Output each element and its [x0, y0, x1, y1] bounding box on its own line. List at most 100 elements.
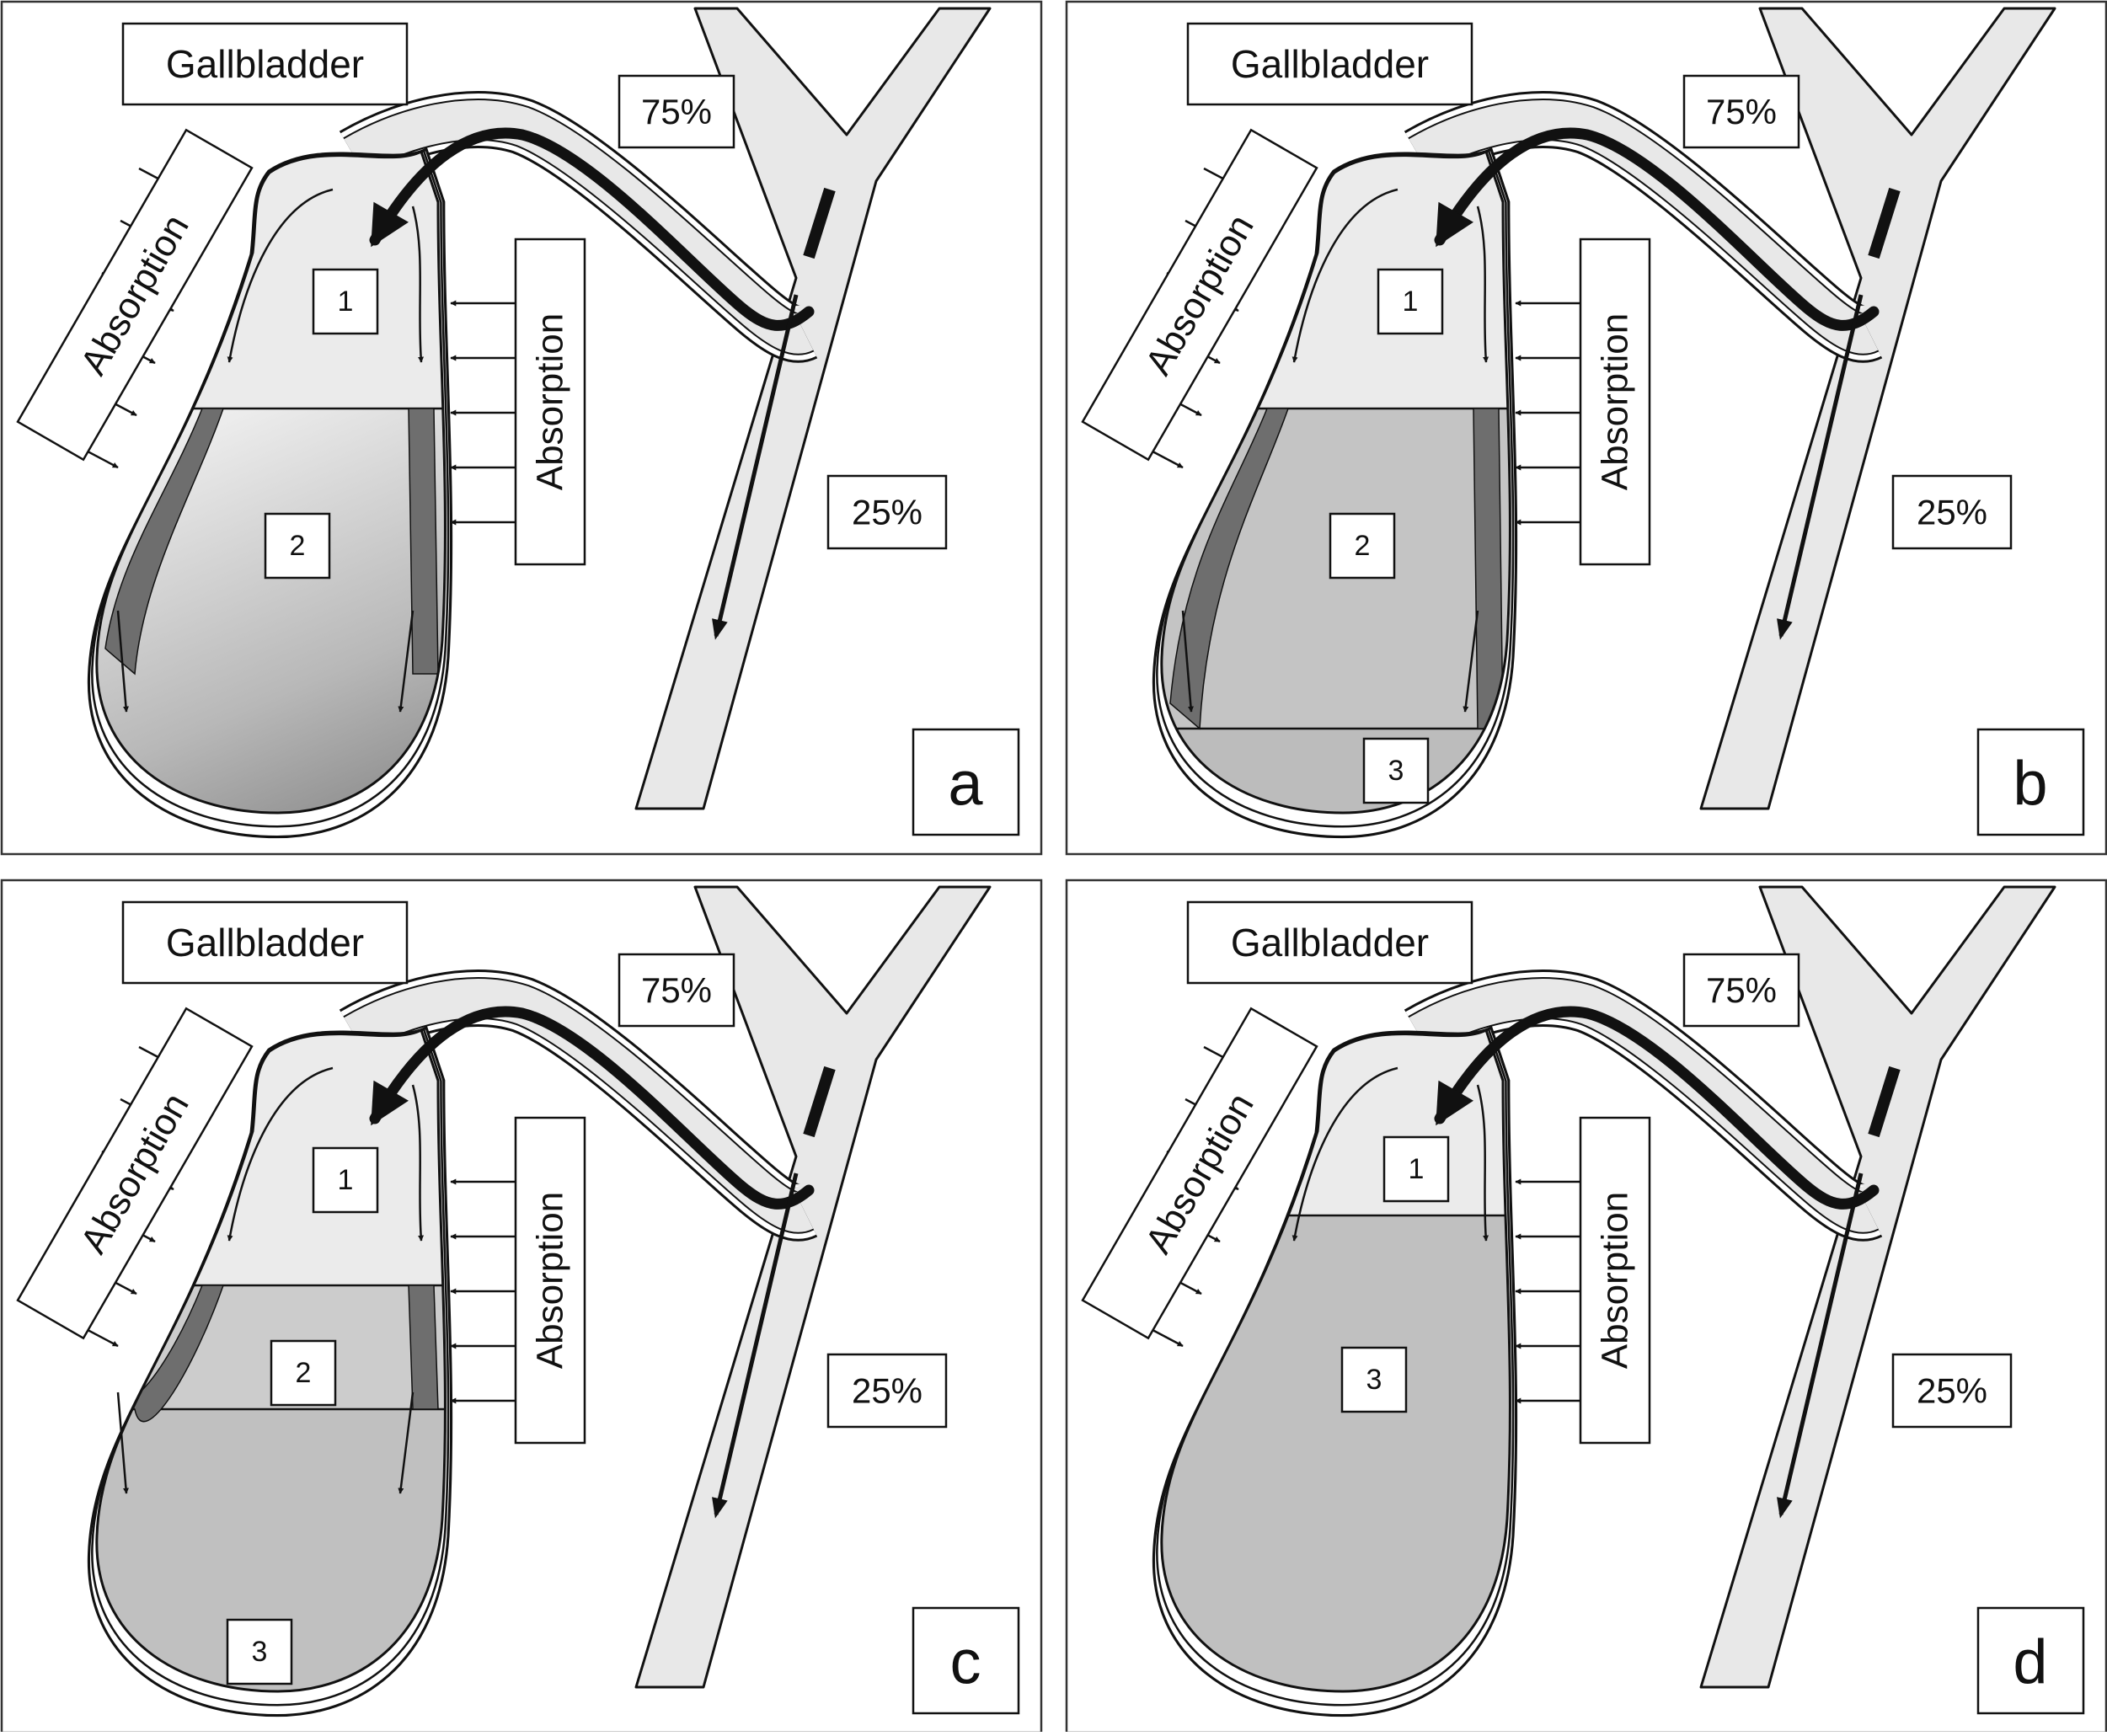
left-wall-flow-arrow [227, 188, 334, 363]
lower-left-flow-arrow [1181, 610, 1194, 713]
right-wall-band [408, 1285, 439, 1410]
layer-number-box-1 [1377, 268, 1444, 335]
absorption-label-right-box [514, 1116, 586, 1445]
lower-right-flow-arrow [398, 610, 414, 713]
absorption-label-left-box [1081, 128, 1318, 462]
panel-letter: b [2013, 749, 2047, 819]
gallbladder-label-box [1186, 900, 1473, 985]
layer-number-2: 2 [296, 1357, 312, 1389]
absorption-label-left-box [16, 1007, 254, 1340]
flow-arrow-to-duodenum [712, 1172, 799, 1519]
layer-number-box-2 [264, 512, 331, 580]
gallbladder-label: Gallbladder [1231, 921, 1429, 964]
layer-number-3: 3 [1366, 1364, 1382, 1396]
layer-number-box-3 [1362, 737, 1430, 804]
layer-number-box-3 [1340, 1346, 1408, 1413]
flow-arrow-to-duodenum [1777, 1172, 1864, 1519]
duct-wall-segment [803, 1066, 836, 1138]
percent-75-label-box [618, 953, 735, 1028]
layer-number-2: 2 [1355, 530, 1371, 562]
gallbladder-label: Gallbladder [166, 921, 364, 964]
left-wall-flow-arrow [227, 1066, 334, 1242]
gallbladder-inner-wall [95, 1028, 447, 1693]
absorption-label-right-box [514, 238, 586, 566]
right-wall-flow-arrow [1476, 206, 1489, 363]
absorption-label-right-box [1579, 238, 1651, 566]
panel-letter-box [912, 728, 1020, 836]
percent-75-label: 75% [1706, 92, 1777, 131]
flow-arrow-to-gallbladder [1434, 127, 1880, 331]
absorption-label-left: Absorption [1081, 128, 1318, 462]
right-wall-flow-arrow [411, 206, 425, 363]
percent-25-label-box [826, 1353, 948, 1429]
panel-letter: d [2013, 1627, 2047, 1697]
lower-right-flow-arrow [1463, 610, 1479, 713]
layer-number-box-3 [226, 1618, 293, 1685]
layer-number-box-1 [312, 268, 379, 335]
layer-number-1: 1 [1409, 1153, 1425, 1185]
gallbladder-inner-wall [95, 149, 447, 815]
flow-arrow-to-duodenum [1777, 294, 1864, 640]
layer-number-1: 1 [338, 286, 354, 318]
absorption-label-right: Absorption [530, 1192, 571, 1369]
absorption-label-left-box [16, 128, 254, 462]
percent-25-label-box [826, 474, 948, 550]
percent-25-label-box [1891, 1353, 2013, 1429]
layer-number-box-1 [1382, 1135, 1450, 1203]
left-wall-flow-arrow [1291, 1066, 1398, 1242]
left-wall-band [1169, 408, 1290, 730]
absorption-label-right: Absorption [1595, 1192, 1636, 1369]
panel-letter-box [912, 1606, 1020, 1715]
percent-75-label-box [618, 74, 735, 149]
gallbladder-label-box [121, 900, 409, 985]
right-wall-flow-arrow [1476, 1084, 1489, 1242]
flow-arrow-to-gallbladder [369, 127, 815, 331]
gallbladder-label-box [1186, 22, 1473, 106]
flow-arrow-to-gallbladder [369, 1006, 815, 1210]
percent-75-label-box [1682, 74, 1800, 149]
left-wall-flow-arrow [1291, 188, 1398, 363]
percent-25-label: 25% [1917, 1371, 1987, 1411]
duct-wall-segment [1868, 1066, 1901, 1138]
gallbladder-label: Gallbladder [1231, 42, 1429, 86]
left-wall-band [104, 408, 225, 676]
lower-left-flow-arrow [116, 1391, 129, 1494]
percent-25-label: 25% [1917, 493, 1987, 532]
layer-number-1: 1 [1403, 286, 1419, 318]
gallbladder-label: Gallbladder [166, 42, 364, 86]
lower-left-flow-arrow [116, 610, 129, 713]
duct-wall-segment [803, 187, 836, 259]
percent-25-label-box [1891, 474, 2013, 550]
layer-number-box-2 [1329, 512, 1396, 580]
percent-75-label: 75% [641, 970, 712, 1010]
percent-25-label: 25% [852, 493, 922, 532]
percent-75-label: 75% [1706, 970, 1777, 1010]
gallbladder-inner-wall [1160, 1028, 1511, 1693]
layer-number-box-1 [312, 1146, 379, 1214]
left-wall-band [104, 1285, 225, 1423]
layer-number-2: 2 [290, 530, 306, 562]
panel-letter-box [1976, 728, 2085, 836]
layer-number-3: 3 [252, 1636, 268, 1668]
layer-number-3: 3 [1388, 755, 1404, 787]
gallbladder-label-box [121, 22, 409, 106]
layer-number-box-2 [270, 1339, 337, 1407]
absorption-label-right: Absorption [1595, 313, 1636, 490]
right-wall-band [1473, 408, 1504, 729]
flow-arrow-to-gallbladder [1434, 1006, 1880, 1210]
duct-wall-segment [1868, 187, 1901, 259]
percent-75-label: 75% [641, 92, 712, 131]
lower-right-flow-arrow [398, 1391, 414, 1494]
absorption-label-right-box [1579, 1116, 1651, 1445]
percent-25-label: 25% [852, 1371, 922, 1411]
right-wall-flow-arrow [411, 1084, 425, 1242]
panel-letter: c [950, 1627, 981, 1697]
percent-75-label-box [1682, 953, 1800, 1028]
layer-number-1: 1 [338, 1164, 354, 1196]
right-wall-band [408, 408, 439, 675]
